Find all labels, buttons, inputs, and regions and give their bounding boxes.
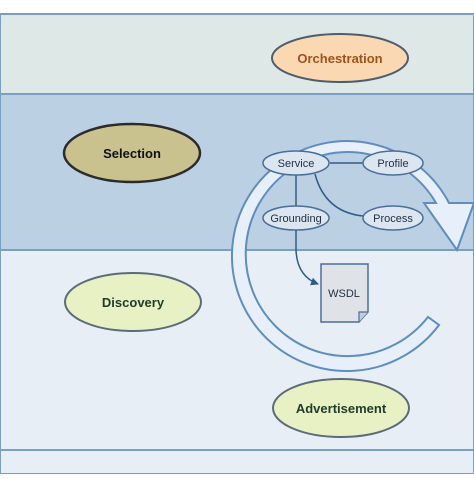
grounding-label: Grounding <box>270 213 321 225</box>
wsdl-label: WSDL <box>328 288 360 300</box>
grounding-node <box>262 205 330 231</box>
grounding-wsdl-arrow <box>295 230 319 286</box>
advertisement-label: Advertisement <box>296 401 387 416</box>
wsdl-document-icon <box>320 263 369 323</box>
process-label: Process <box>373 213 413 225</box>
selection-ellipse <box>62 122 202 184</box>
service-process-link <box>314 173 364 217</box>
discovery-ellipse <box>64 272 202 332</box>
orchestration-ellipse <box>271 33 409 83</box>
service-label: Service <box>278 158 315 170</box>
discovery-label: Discovery <box>102 295 165 310</box>
cycle-arrow-icon <box>231 140 474 373</box>
advertisement-ellipse <box>272 378 410 438</box>
service-node <box>262 150 330 176</box>
process-node <box>362 205 424 231</box>
profile-node <box>362 150 424 176</box>
selection-label: Selection <box>103 146 161 161</box>
orchestration-label: Orchestration <box>297 51 382 66</box>
advertisement-band-edge <box>0 449 474 475</box>
profile-label: Profile <box>377 158 408 170</box>
